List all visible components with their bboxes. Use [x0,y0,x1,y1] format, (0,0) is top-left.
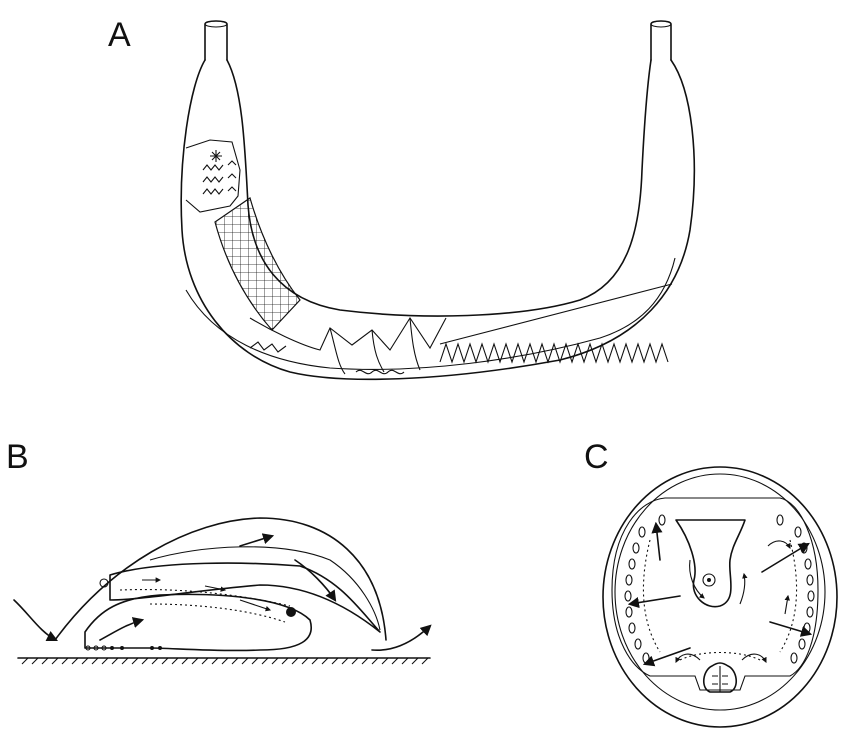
dark-blob [286,607,296,617]
panel-b-dome [14,518,430,664]
panel-a-u-tube [181,21,694,379]
asterisk-mark [210,150,222,162]
oval-ring [625,515,814,663]
zigzag-gill-bars [203,161,236,194]
panel-c-oval [603,467,837,727]
mesh-net [215,198,300,330]
